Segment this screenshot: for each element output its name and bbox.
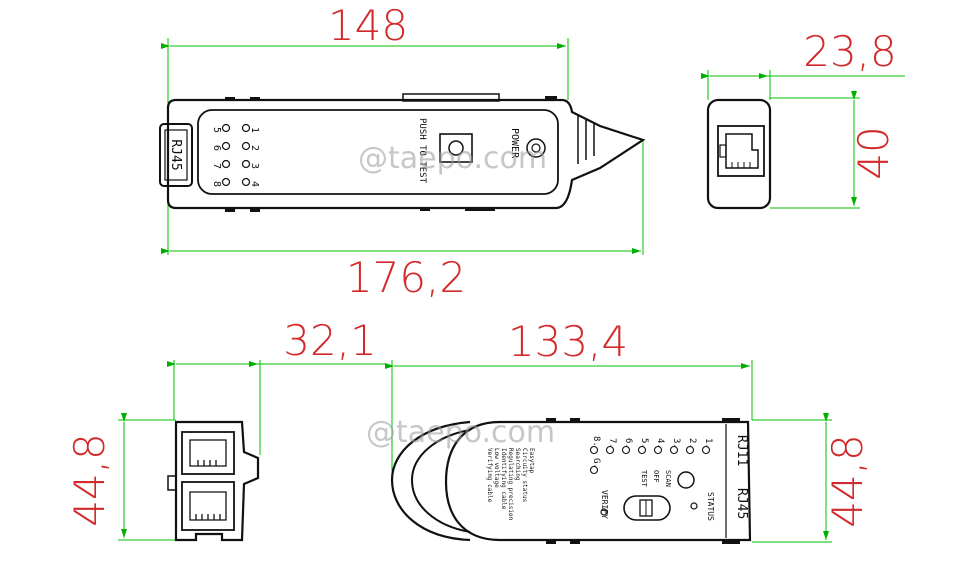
row-6-label: 6. — [623, 438, 633, 449]
rj11-label: RJ11 — [734, 435, 749, 466]
scan-label: SCAN — [664, 470, 672, 487]
feature-3: Searching — [514, 448, 521, 481]
row-4-label: 4. — [655, 438, 665, 449]
feature-2: Circuity status — [521, 448, 528, 503]
watermark-top: @taepo.com — [358, 141, 547, 176]
dim-40: 40 — [849, 126, 898, 179]
pin-8-label: 8 — [211, 181, 222, 187]
dim-44-8-left: 44,8 — [65, 433, 114, 527]
rj45-bottom-label: RJ45 — [734, 488, 749, 519]
pin-6-label: 6 — [211, 145, 222, 151]
pin-4-label: 4 — [249, 181, 260, 187]
row-3-label: 3. — [671, 438, 681, 449]
pin-5-label: 5 — [211, 127, 222, 133]
row-8-label: 8. — [591, 436, 601, 447]
transmitter-end-view: 23,8 40 — [701, 27, 905, 210]
row-7-label: 7. — [607, 438, 617, 449]
test-label: TEST — [640, 470, 648, 488]
status-label: STATUS — [706, 492, 715, 521]
pin-3-label: 3 — [249, 163, 260, 169]
verify-label: VERIFY — [600, 490, 609, 519]
dim-176-2: 176,2 — [346, 253, 466, 302]
feature-4: Regulating precision — [507, 448, 514, 521]
transmitter-top-view: RJ45 PUSH TO TEST POWER 1 2 3 4 5 6 7 8 … — [159, 1, 646, 302]
dim-133-4: 133,4 — [508, 317, 628, 366]
watermark-bottom: @taepo.com — [366, 415, 555, 450]
feature-1: Easytap — [528, 448, 535, 474]
dim-23-8: 23,8 — [803, 27, 897, 76]
power-label: POWER — [509, 128, 520, 159]
rj45-label: RJ45 — [168, 139, 183, 170]
row-g-label: G. — [591, 458, 601, 469]
feature-6: Low voltage — [493, 448, 500, 488]
receiver-top-view: RJ11 RJ45 STATUS VERIFY SCAN OFF TEST 1.… — [385, 317, 872, 544]
feature-5: Identifying cable — [500, 448, 507, 510]
dim-32-1: 32,1 — [283, 316, 377, 365]
pin-7-label: 7 — [211, 163, 222, 169]
feature-7: Verifying cable — [486, 448, 493, 503]
push-to-test-label: PUSH TO TEST — [417, 118, 427, 184]
dim-44-8-right: 44,8 — [823, 434, 872, 528]
row-2-label: 2. — [687, 438, 697, 449]
row-5-label: 5. — [639, 438, 649, 449]
receiver-end-view: 32,1 44,8 — [65, 316, 385, 542]
pin-1-label: 1 — [249, 127, 260, 133]
off-label: OFF — [652, 470, 660, 483]
pin-2-label: 2 — [249, 145, 260, 151]
dim-148: 148 — [328, 1, 408, 50]
row-1-label: 1. — [703, 438, 713, 449]
